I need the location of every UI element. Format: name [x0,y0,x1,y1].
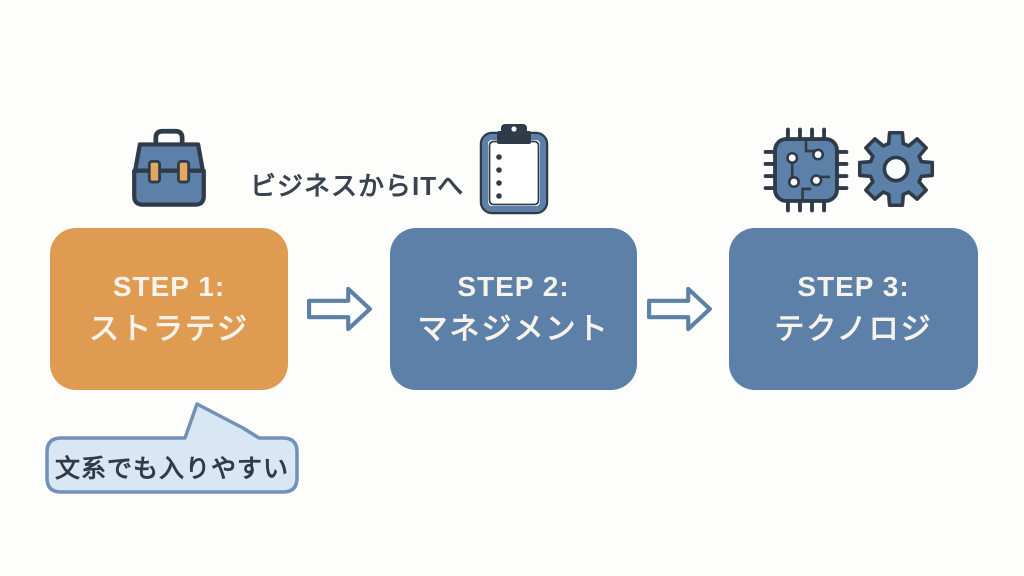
step-3-label: STEP 3: [797,271,910,303]
step-3-box: STEP 3: テクノロジ [729,228,978,390]
annotation-business-to-it: ビジネスからITへ [250,171,465,201]
callout-text: 文系でも入りやすい [54,455,289,483]
step-1-name: ストラテジ [89,312,249,346]
circuit-chip-icon [763,124,849,216]
step-2-box: STEP 2: マネジメント [390,228,637,390]
step-2-label: STEP 2: [457,271,570,303]
step-1-box: STEP 1: ストラテジ [50,228,288,390]
arrow-right-icon [646,284,714,334]
step-2-name: マネジメント [417,312,610,346]
clipboard-icon [477,122,551,216]
briefcase-icon [122,124,216,210]
step-3-name: テクノロジ [774,312,933,346]
arrow-right-icon [306,284,374,334]
step-1-label: STEP 1: [112,271,226,303]
callout-bubble [43,398,301,498]
gear-icon [856,127,936,211]
